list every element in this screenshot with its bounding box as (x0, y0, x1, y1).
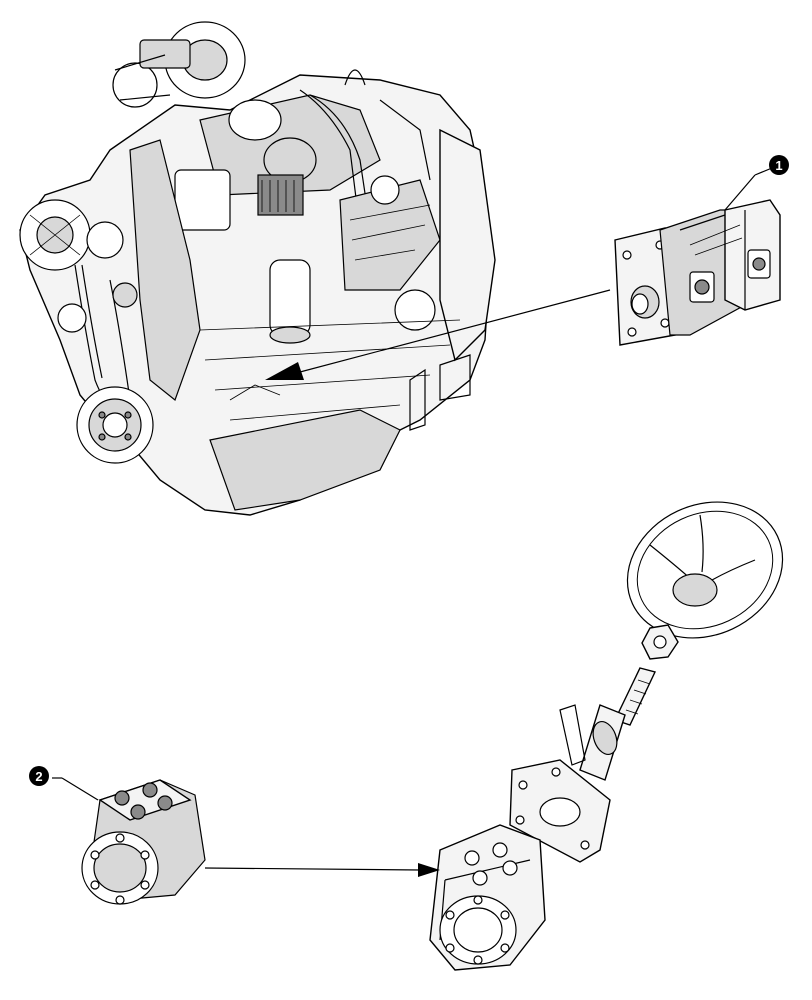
steering-unit-pointer (204, 863, 440, 877)
pump-location-pointer (265, 289, 611, 380)
callout-1-label: 1 (775, 158, 782, 173)
hydraulic-pump-illustration (614, 199, 781, 346)
steering-column-illustration (429, 501, 784, 971)
engine-illustration (19, 21, 496, 516)
steering-control-unit-illustration (81, 779, 206, 905)
callout-1: 1 (724, 155, 789, 211)
callout-2-label: 2 (35, 769, 42, 784)
callout-2: 2 (29, 766, 99, 801)
